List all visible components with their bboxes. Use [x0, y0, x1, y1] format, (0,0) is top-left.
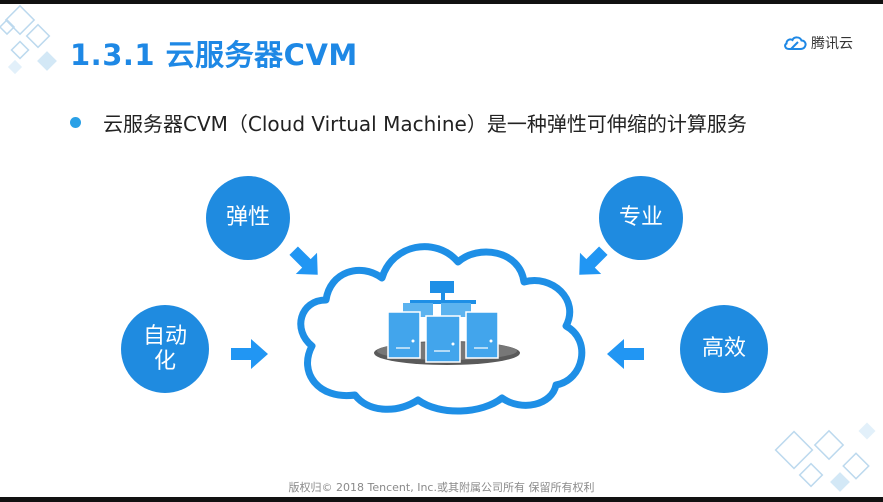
bullet-item: 云服务器CVM（Cloud Virtual Machine）是一种弹性可伸缩的计…	[70, 108, 747, 137]
tencent-cloud-logo-icon	[784, 36, 807, 50]
feature-efficient-label: 高效	[701, 336, 746, 362]
feature-elasticity-label: 弹性	[225, 205, 270, 231]
arrow-from-automation	[231, 339, 268, 369]
feature-professional-label: 专业	[618, 205, 663, 231]
arrow-from-elasticity	[289, 246, 318, 275]
copyright-footer: 版权归© 2018 Tencent, Inc.或其附属公司所有 保留所有权利	[288, 481, 595, 494]
feature-efficient: 高效	[680, 305, 768, 393]
brand-logo: 腾讯云	[783, 33, 853, 53]
feature-elasticity: 弹性	[206, 176, 290, 260]
arrow-from-professional	[579, 246, 608, 275]
feature-automation: 自动 化	[121, 305, 209, 393]
slide-title: 1.3.1 云服务器CVM	[70, 38, 358, 72]
feature-automation-label-line1: 自动	[142, 323, 187, 349]
feature-professional: 专业	[599, 176, 683, 260]
server-cluster-icon	[374, 281, 520, 365]
brand-name: 腾讯云	[811, 36, 853, 52]
bullet-dot-icon	[70, 117, 81, 128]
arrow-from-efficient	[607, 339, 644, 369]
feature-automation-label-line2: 化	[153, 349, 176, 374]
top-border	[0, 0, 883, 4]
bullet-text: 云服务器CVM（Cloud Virtual Machine）是一种弹性可伸缩的计…	[103, 112, 747, 136]
bottom-border	[0, 497, 883, 502]
